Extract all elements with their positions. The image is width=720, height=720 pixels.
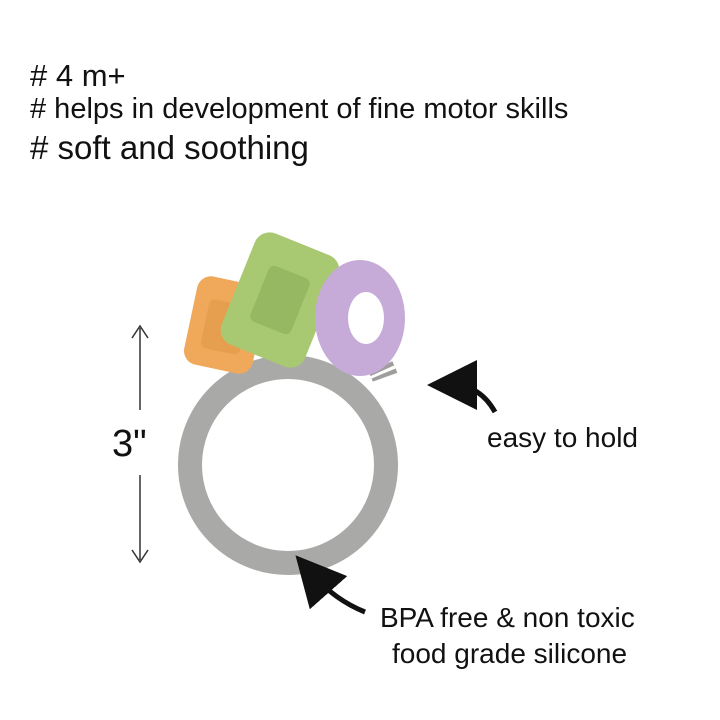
grip-callout: easy to hold xyxy=(487,422,638,453)
grip-arrow-icon xyxy=(427,360,498,414)
material-arrow-icon xyxy=(295,555,366,615)
feature-soothing: # soft and soothing xyxy=(30,129,309,166)
material-callout-line2: food grade silicone xyxy=(392,638,628,669)
feature-age: # 4 m+ xyxy=(30,58,126,93)
material-callout-line1: BPA free & non toxic xyxy=(380,602,635,633)
size-label: 3" xyxy=(112,423,147,465)
size-dimension-arrow xyxy=(131,324,149,564)
feature-motor-skills: # helps in development of fine motor ski… xyxy=(30,93,569,125)
gray-ring xyxy=(178,355,398,575)
